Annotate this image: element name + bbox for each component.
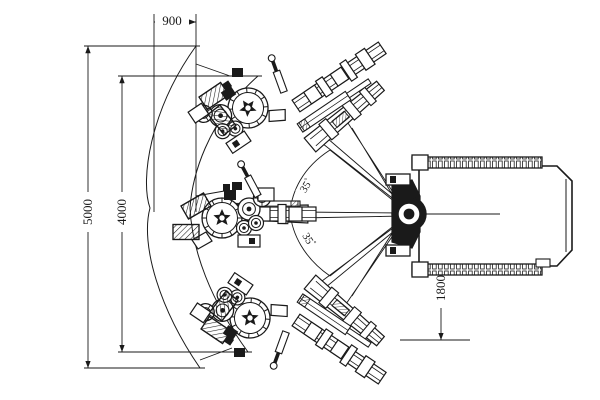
turret-front-mounts [385, 173, 411, 257]
lower-boom [188, 263, 389, 388]
turret-bracket-lower [392, 228, 406, 238]
upper-track [411, 156, 543, 169]
middle-boom [172, 159, 317, 249]
lower-boom-fitting [234, 348, 245, 357]
turret-bracket-upper [392, 192, 406, 202]
boom-linkage-bundle [299, 119, 406, 305]
dim-label-5000: 5000 [80, 199, 95, 225]
angle-labels: 35° 35° [295, 168, 323, 257]
upper-boom [186, 38, 389, 163]
angle-label-lower: 35° [299, 230, 317, 249]
dimension-labels: 900 5000 4000 1800 [80, 13, 448, 308]
lower-track [411, 263, 543, 276]
chassis-outline [418, 165, 573, 267]
dim-label-1800: 1800 [433, 275, 448, 301]
boom-pivot-turret [391, 179, 427, 249]
upper-track-idler [411, 154, 429, 171]
carrier-body [405, 154, 573, 278]
turret-pivot-pin [403, 208, 415, 220]
upper-boom-fitting [232, 68, 243, 77]
outer-coverage-arc [145, 45, 201, 369]
lower-track-idler [411, 261, 429, 278]
rear-bracket-upper [535, 258, 551, 268]
dim-label-4000: 4000 [114, 199, 129, 225]
dim-label-900: 900 [162, 13, 182, 28]
middle-boom-fitting [232, 182, 242, 190]
